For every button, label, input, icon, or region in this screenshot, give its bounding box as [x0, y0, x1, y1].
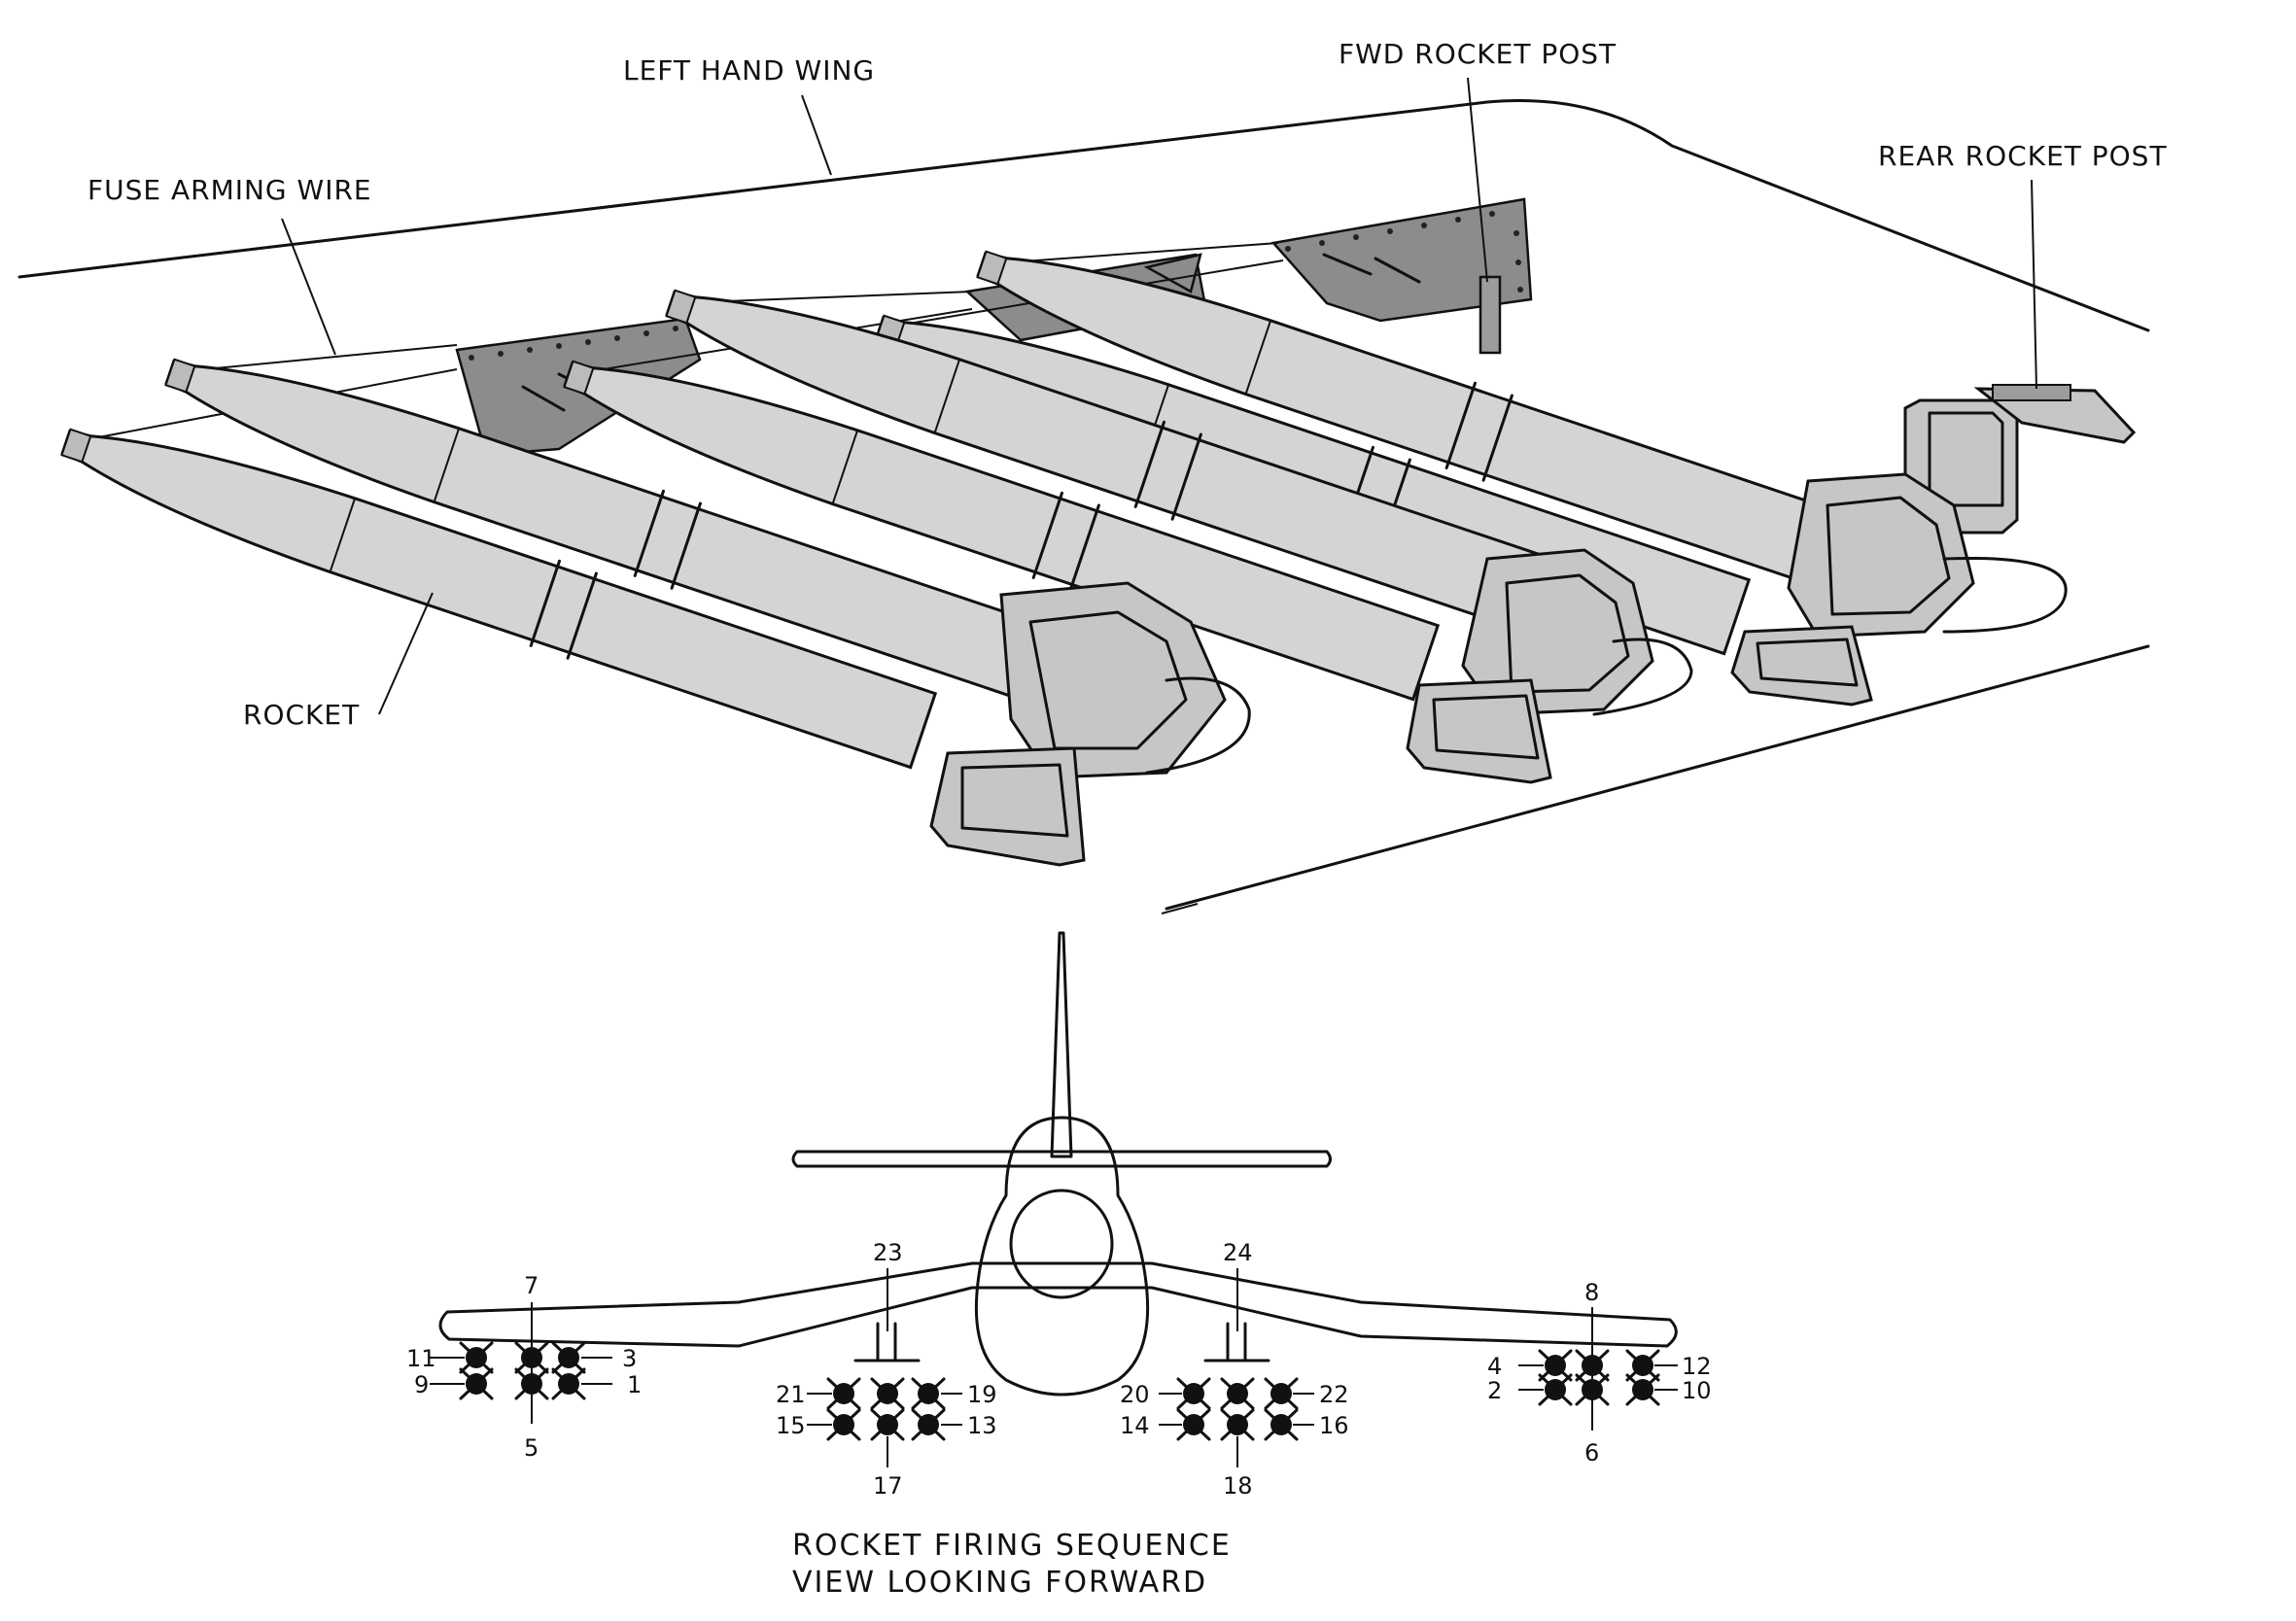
rocket-marker — [1220, 1377, 1255, 1410]
rocket-marker — [1538, 1349, 1573, 1382]
diagram-caption: ROCKET FIRING SEQUENCE VIEW LOOKING FORW… — [792, 1529, 1232, 1600]
aircraft-front-view — [438, 931, 1678, 1397]
rocket-marker — [870, 1377, 905, 1410]
seq-4: 4 — [1487, 1353, 1502, 1380]
rocket-marker — [1625, 1349, 1660, 1382]
seq-1: 1 — [627, 1371, 642, 1398]
seq-18: 18 — [1223, 1472, 1253, 1500]
seq-15: 15 — [776, 1412, 806, 1439]
seq-3: 3 — [622, 1345, 637, 1372]
seq-7: 7 — [524, 1272, 539, 1299]
seq-12: 12 — [1682, 1353, 1712, 1380]
seq-24: 24 — [1223, 1239, 1253, 1266]
rocket-marker — [826, 1377, 861, 1410]
plate-rivets — [469, 211, 1523, 361]
firing-sequence-left-outboard: 11 9 7 5 3 1 — [406, 1272, 642, 1462]
seq-21: 21 — [776, 1381, 806, 1408]
rocket-marker — [1264, 1408, 1299, 1441]
firing-sequence-right-inboard: 24 20 14 18 22 16 — [1120, 1239, 1349, 1500]
fwd-rocket-post — [1478, 275, 1502, 355]
label-left-hand-wing: LEFT HAND WING — [623, 54, 875, 86]
rocket — [60, 428, 938, 770]
rocket-marker — [826, 1408, 861, 1441]
seq-10: 10 — [1682, 1377, 1712, 1404]
callouts: LEFT HAND WING FWD ROCKET POST REAR ROCK… — [87, 38, 2168, 731]
caption-line-1: ROCKET FIRING SEQUENCE — [792, 1529, 1232, 1563]
seq-22: 22 — [1319, 1381, 1349, 1408]
seq-16: 16 — [1319, 1412, 1349, 1439]
rocket-marker — [459, 1341, 494, 1374]
caption-line-2: VIEW LOOKING FORWARD — [792, 1566, 1207, 1600]
seq-11: 11 — [406, 1345, 436, 1372]
rocket-marker — [1220, 1408, 1255, 1441]
rocket-marker — [1538, 1373, 1573, 1406]
seq-5: 5 — [524, 1434, 539, 1462]
seq-14: 14 — [1120, 1412, 1150, 1439]
rocket — [563, 360, 1441, 702]
rocket-marker — [1176, 1377, 1211, 1410]
label-fuse-arming-wire: FUSE ARMING WIRE — [87, 174, 372, 206]
rocket-launchers — [929, 472, 2068, 867]
seq-8: 8 — [1584, 1279, 1599, 1306]
firing-sequence-right-outboard: 4 2 8 6 12 10 — [1487, 1279, 1712, 1466]
rocket-marker — [551, 1367, 586, 1400]
rocket-marker — [551, 1341, 586, 1374]
rocket-marker — [1625, 1373, 1660, 1406]
label-rocket: ROCKET — [243, 699, 360, 731]
seq-2: 2 — [1487, 1377, 1502, 1404]
firing-sequence-left-inboard: 23 21 15 17 19 13 — [776, 1239, 997, 1500]
rocket-marker — [1176, 1408, 1211, 1441]
left-hand-wing-outline — [17, 98, 2150, 914]
rocket-marker — [911, 1377, 946, 1410]
seq-6: 6 — [1584, 1439, 1599, 1466]
seq-19: 19 — [967, 1381, 997, 1408]
label-fwd-rocket-post: FWD ROCKET POST — [1339, 38, 1617, 70]
rocket-marker — [459, 1367, 494, 1400]
rocket-marker — [911, 1408, 946, 1441]
rocket-group-front — [60, 358, 1042, 770]
seq-20: 20 — [1120, 1381, 1150, 1408]
seq-17: 17 — [873, 1472, 903, 1500]
rocket-marker — [1264, 1377, 1299, 1410]
seq-13: 13 — [967, 1412, 997, 1439]
seq-9: 9 — [414, 1371, 429, 1398]
label-rear-rocket-post: REAR ROCKET POST — [1878, 140, 2168, 172]
rocket-marker — [870, 1408, 905, 1441]
seq-23: 23 — [873, 1239, 903, 1266]
